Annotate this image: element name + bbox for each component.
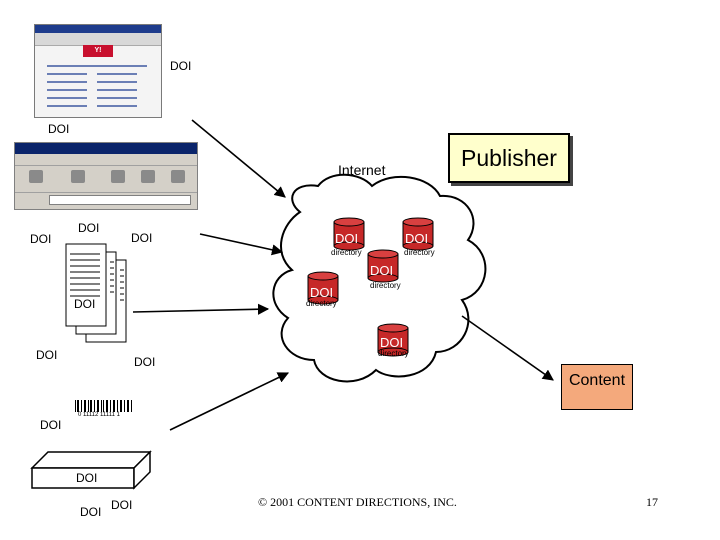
- doi-directory-cylinder-4: [307, 271, 339, 305]
- content-box: Content: [561, 364, 633, 410]
- document-stack: [65, 243, 127, 343]
- cylinder-3-doi: DOI: [370, 263, 394, 278]
- doi-label-webpage: DOI: [170, 59, 192, 73]
- home-icon: [171, 170, 185, 183]
- doi-label-upper: DOI: [78, 221, 100, 235]
- doi-directory-cylinder-1: [333, 217, 365, 251]
- arrow-browser-to-cloud: [191, 119, 286, 198]
- doi-label-browser: DOI: [48, 122, 70, 136]
- cylinder-5-directory: directory: [378, 349, 409, 358]
- forward-icon: [71, 170, 85, 183]
- cylinder-3-directory: directory: [370, 281, 401, 290]
- barcode-digits: 0 11112 11111 1: [78, 412, 120, 418]
- internet-label: Internet: [338, 162, 386, 178]
- page-number: 17: [646, 495, 658, 509]
- doi-directory-cylinder-2: [402, 217, 434, 251]
- arrow-text-to-cloud: [199, 233, 284, 256]
- cylinder-1-directory: directory: [331, 248, 362, 257]
- doi-label-bottom-2: DOI: [111, 498, 133, 512]
- browser-toolbar-thumbnail: [14, 142, 198, 210]
- publisher-box: Publisher: [448, 133, 570, 183]
- refresh-icon: [141, 170, 155, 183]
- doi-label-bottom-1: DOI: [80, 505, 102, 519]
- arrow-barcode-to-cloud: [169, 372, 290, 431]
- doi-label-barcode: DOI: [40, 418, 62, 432]
- arrow-cloud-to-content: [461, 315, 554, 381]
- package-box: [30, 450, 152, 490]
- doi-label-doc-left: DOI: [36, 348, 58, 362]
- cylinder-2-doi: DOI: [405, 231, 429, 246]
- doi-label-right: DOI: [131, 231, 153, 245]
- cylinder-5-doi: DOI: [380, 335, 404, 350]
- doi-label-box: DOI: [76, 471, 98, 485]
- cylinder-4-directory: directory: [306, 299, 337, 308]
- yahoo-logo-icon: Y!: [83, 45, 113, 57]
- doi-directory-cylinder-5: [377, 323, 409, 357]
- doi-directory-cylinder-3: [367, 249, 399, 283]
- cylinder-2-directory: directory: [404, 248, 435, 257]
- cylinder-4-doi: DOI: [310, 285, 334, 300]
- stop-icon: [111, 170, 125, 183]
- barcode-graphic: [74, 400, 134, 414]
- doi-label-left: DOI: [30, 232, 52, 246]
- back-icon: [29, 170, 43, 183]
- copyright-footer: © 2001 CONTENT DIRECTIONS, INC.: [258, 495, 457, 509]
- cylinder-1-doi: DOI: [335, 231, 359, 246]
- doi-label-doc-right: DOI: [134, 355, 156, 369]
- arrow-docs-to-cloud: [132, 303, 270, 315]
- web-page-thumbnail: Y!: [34, 24, 162, 118]
- doi-label-document: DOI: [74, 297, 96, 311]
